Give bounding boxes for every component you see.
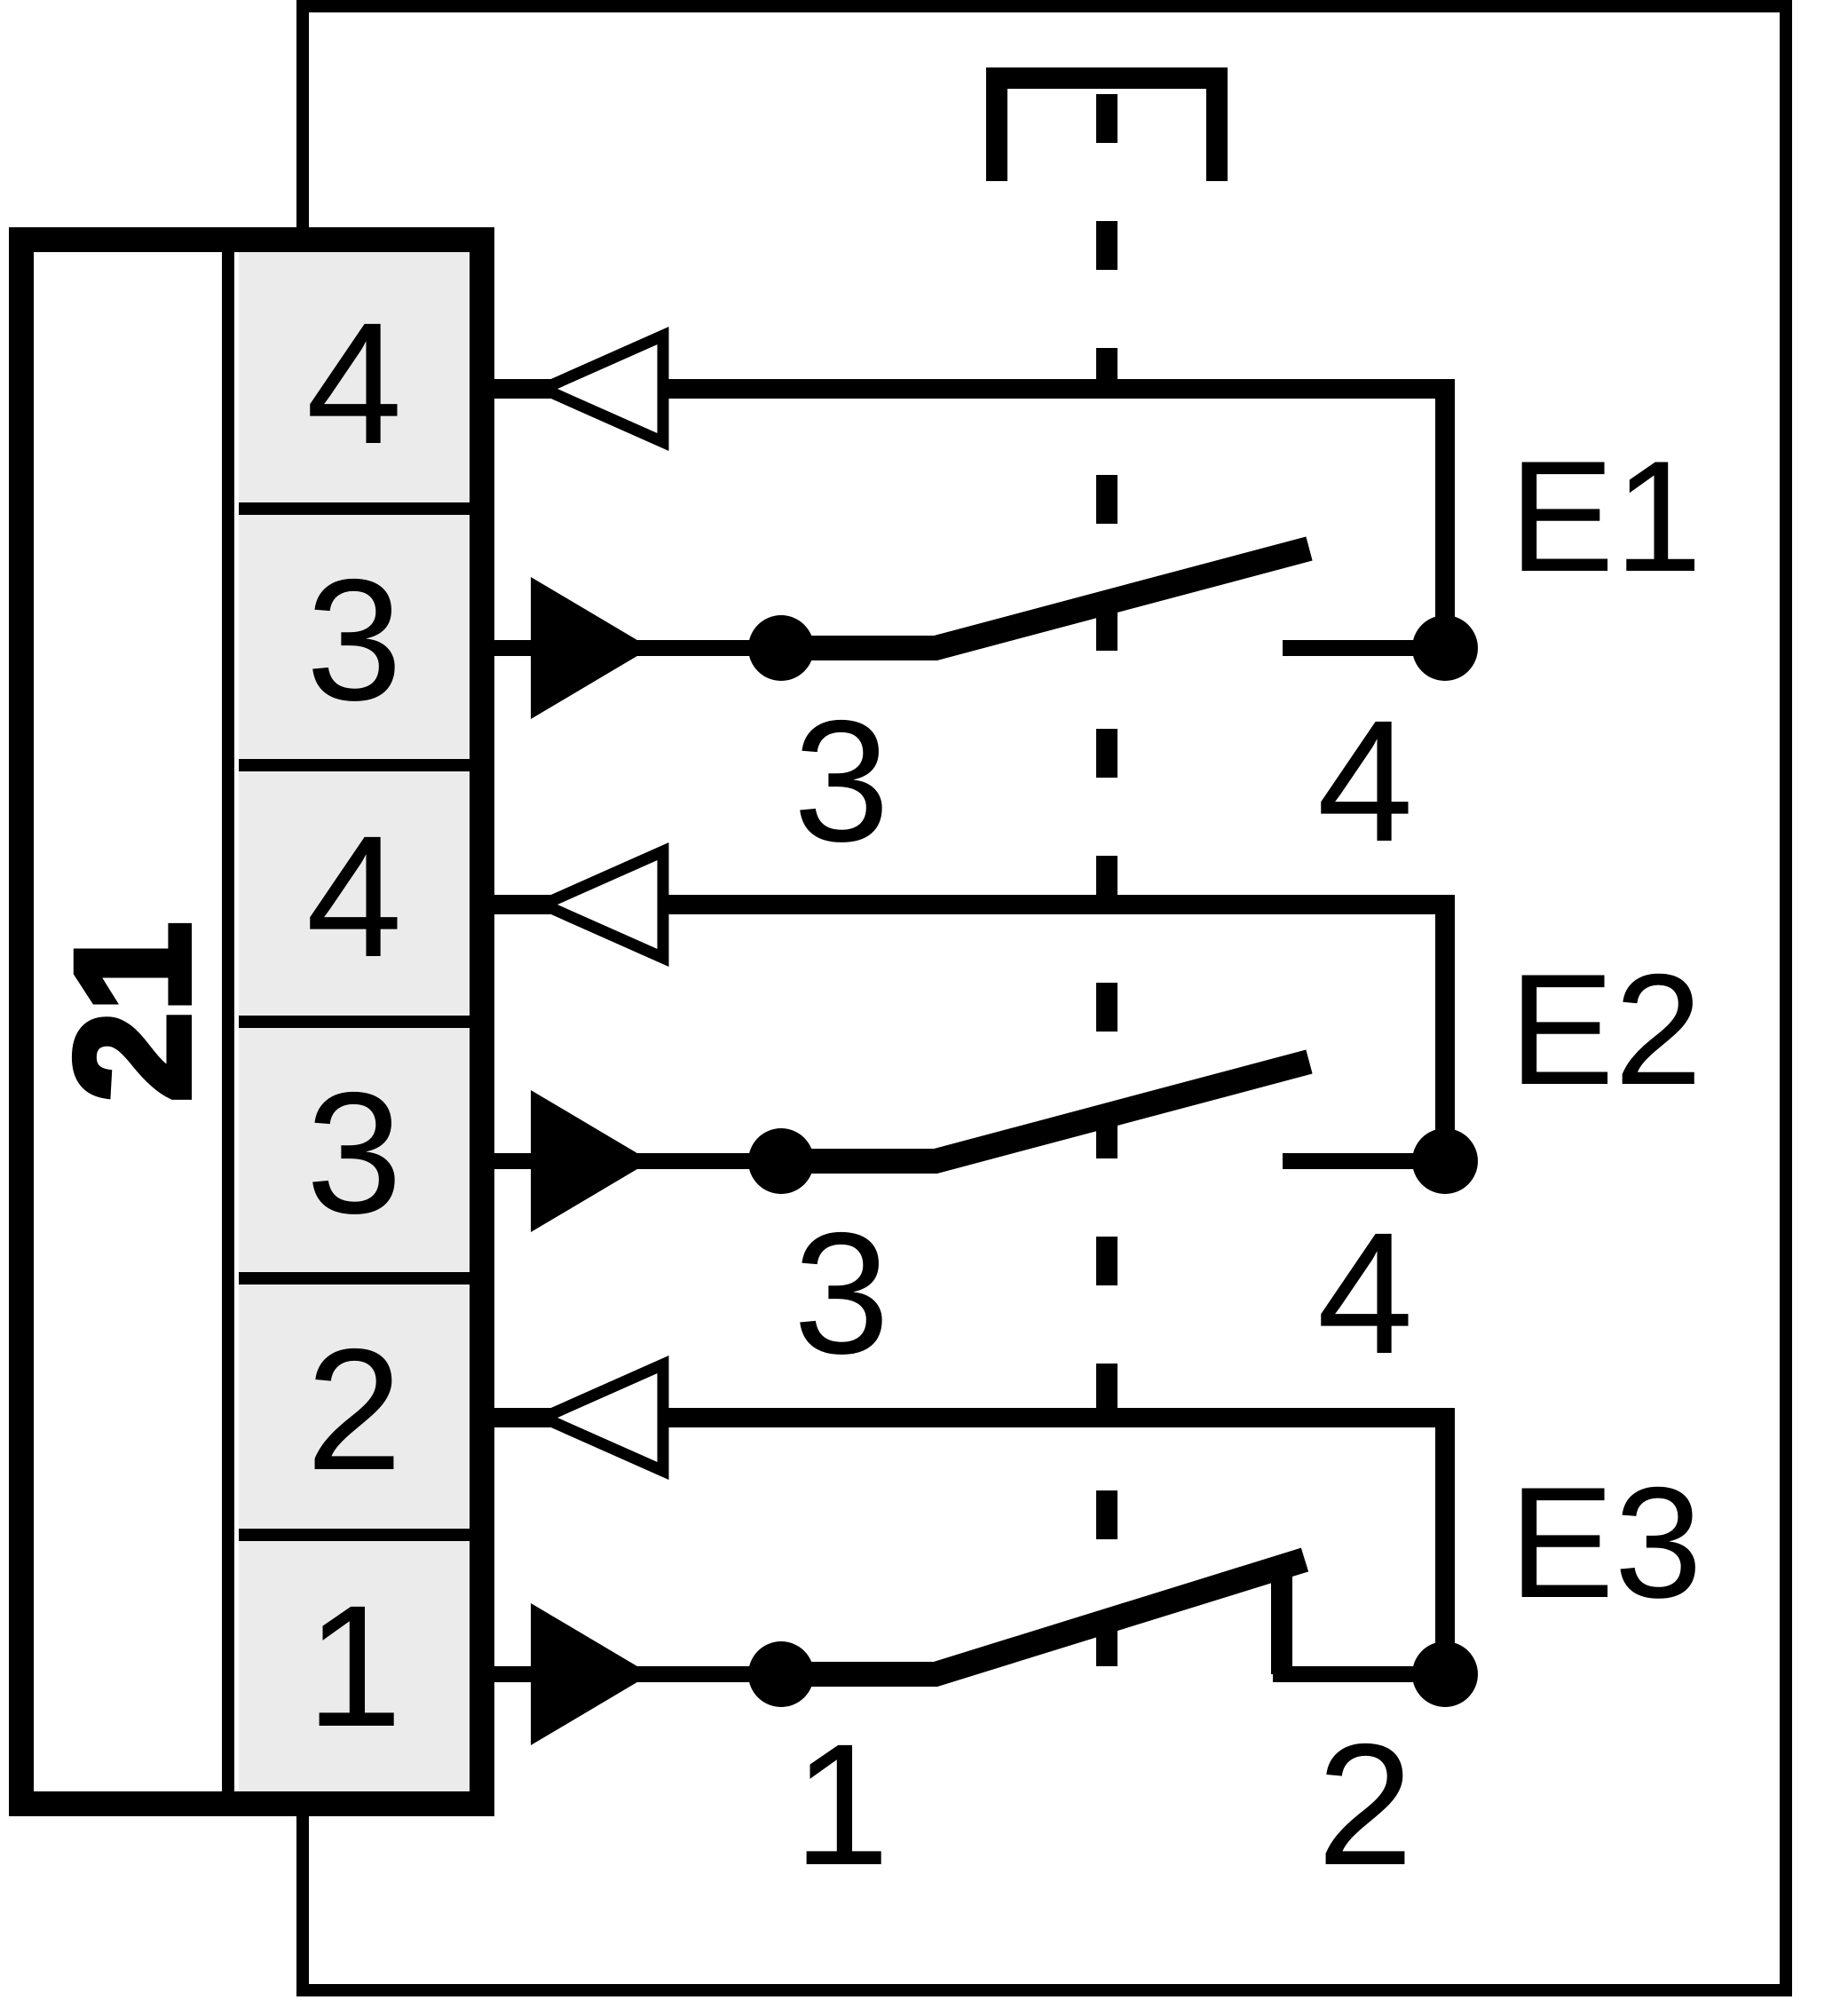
input-arrow-icon — [531, 1603, 651, 1745]
output-arrow-icon — [528, 1355, 669, 1481]
terminal-cell — [239, 1022, 470, 1278]
terminal-cell — [239, 1535, 470, 1791]
pivot-dot — [748, 615, 814, 681]
pivot-dot — [748, 1128, 814, 1194]
switch-label: E2 — [1509, 941, 1702, 1118]
terminal-number: 2 — [306, 1313, 402, 1506]
terminal-cell — [239, 509, 470, 765]
feedback-wire — [494, 379, 1455, 648]
switch-blade — [781, 1547, 1309, 1687]
connector-block: 4 3 4 3 2 1 21 — [9, 227, 494, 1816]
contact-number-left: 1 — [794, 1708, 889, 1901]
input-arrow-icon — [531, 1090, 651, 1232]
terminal-cell — [239, 252, 470, 509]
switch-group-e3: E3 1 2 — [494, 1355, 1702, 1901]
block-label: 21 — [42, 922, 223, 1102]
switch-label: E1 — [1509, 428, 1702, 605]
output-arrow-icon — [528, 326, 669, 452]
contact-dot — [1412, 1128, 1478, 1194]
switch-blade — [781, 536, 1313, 660]
contact-dot — [1412, 615, 1478, 681]
contact-number-right: 4 — [1317, 1197, 1413, 1390]
switch-group-e1: E1 3 4 — [494, 326, 1702, 878]
terminal-number: 4 — [306, 800, 402, 993]
terminal-number: 3 — [306, 543, 402, 737]
pivot-dot — [748, 1641, 814, 1707]
switch-label: E3 — [1509, 1454, 1702, 1631]
terminal-number: 3 — [306, 1056, 402, 1250]
input-arrow-icon — [531, 577, 651, 719]
contact-number-right: 2 — [1317, 1708, 1413, 1901]
feedback-wire — [494, 895, 1455, 1161]
contact-number-right: 4 — [1317, 684, 1413, 878]
actuator-bracket-icon — [986, 67, 1228, 181]
feedback-wire — [494, 1408, 1455, 1674]
terminal-number: 1 — [306, 1569, 402, 1763]
contact-number-left: 3 — [794, 1197, 889, 1390]
terminal-cell — [239, 765, 470, 1022]
terminal-cell — [239, 1278, 470, 1535]
switch-blade — [781, 1049, 1313, 1174]
output-arrow-icon — [528, 842, 669, 968]
contact-number-left: 3 — [794, 684, 889, 878]
switch-group-e2: E2 3 4 — [494, 842, 1702, 1390]
terminal-number: 4 — [306, 287, 402, 480]
contact-dot — [1412, 1641, 1478, 1707]
